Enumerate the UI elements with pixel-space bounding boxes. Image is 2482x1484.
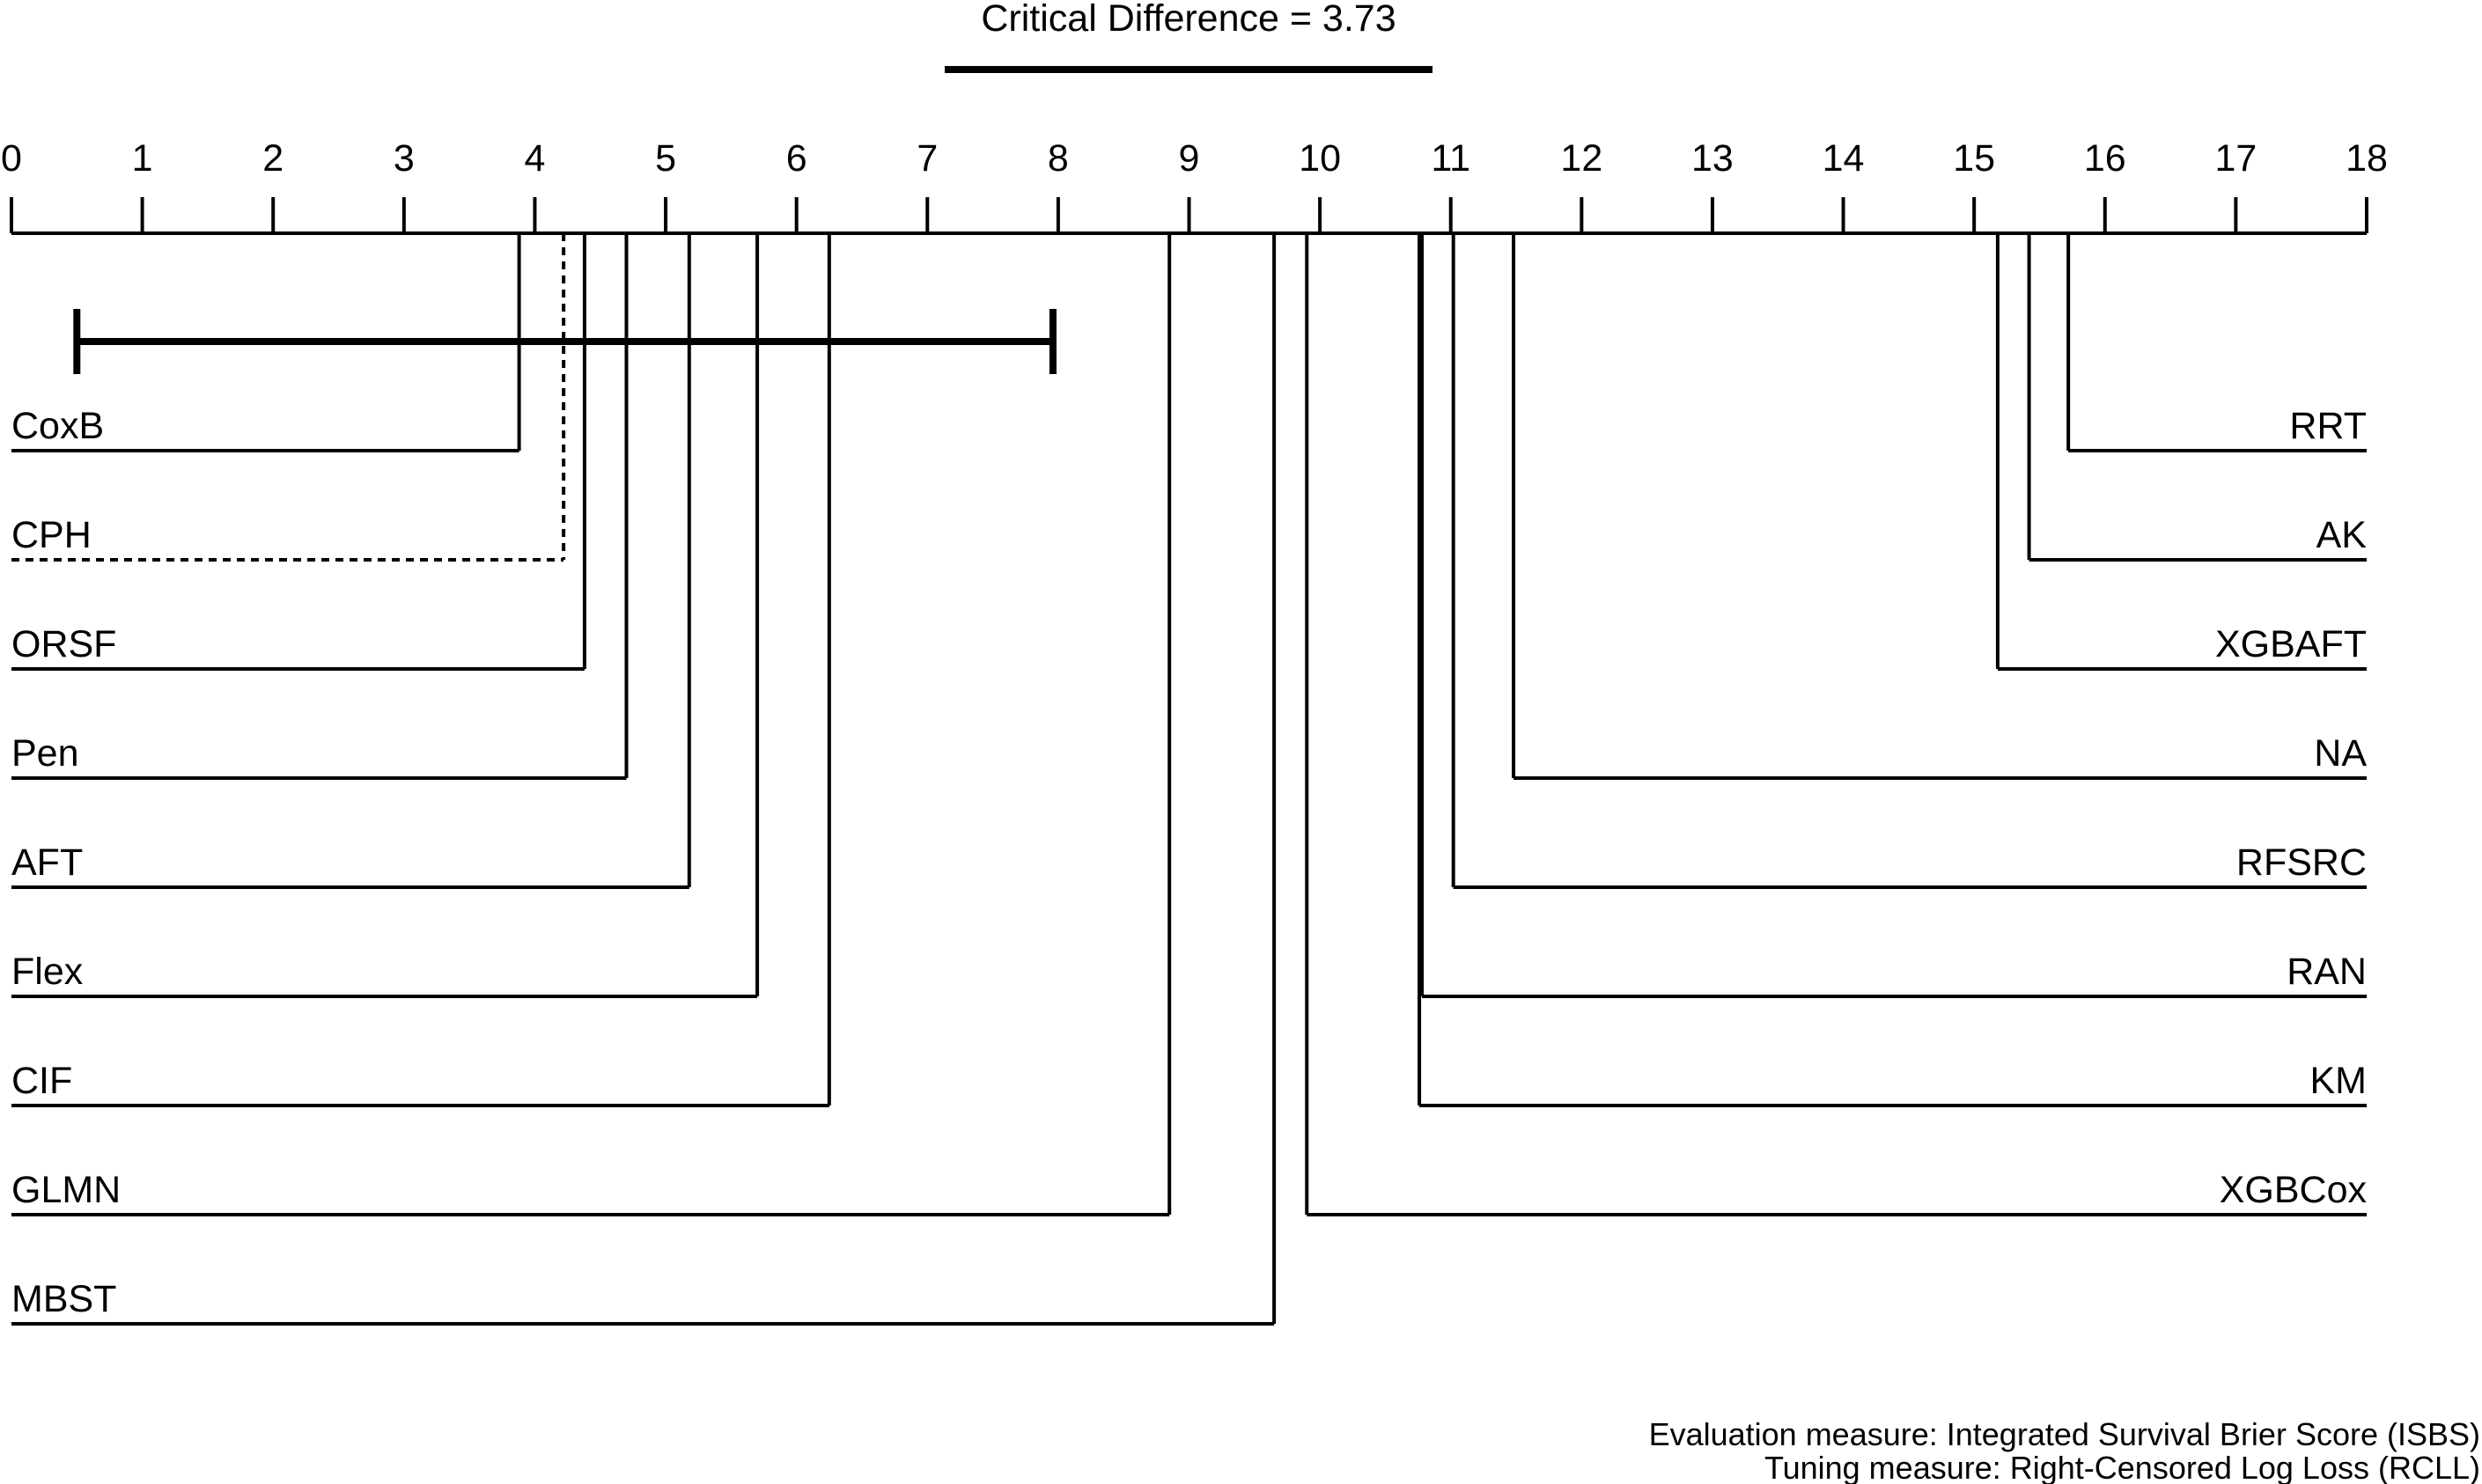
tuning-measure-note: Tuning measure: Right-Censored Log Loss … bbox=[1764, 1450, 2480, 1484]
model-label: NA bbox=[2314, 732, 2367, 775]
right-model-xgbaft: XGBAFT bbox=[1995, 233, 2367, 671]
left-model-cph: CPH bbox=[11, 233, 566, 562]
axis-tick-label: 14 bbox=[1823, 137, 1865, 180]
model-label: KM bbox=[2310, 1060, 2368, 1102]
axis-tick-label: 7 bbox=[917, 137, 938, 180]
axis-tick-label: 4 bbox=[524, 137, 545, 180]
right-model-rfsrc: RFSRC bbox=[1451, 233, 2367, 889]
right-model-rrt: RRT bbox=[2066, 233, 2367, 452]
axis-tick-label: 10 bbox=[1299, 137, 1341, 180]
model-label: XGBCox bbox=[2220, 1169, 2368, 1211]
axis-tick-label: 5 bbox=[655, 137, 676, 180]
axis-tick-label: 9 bbox=[1179, 137, 1200, 180]
evaluation-measure-note: Evaluation measure: Integrated Survival … bbox=[1649, 1416, 2480, 1452]
axis-tick-label: 3 bbox=[394, 137, 415, 180]
axis-tick-label: 18 bbox=[2346, 137, 2388, 180]
model-label: CIF bbox=[11, 1060, 72, 1102]
model-label: GLMN bbox=[11, 1169, 121, 1211]
axis-tick-label: 13 bbox=[1691, 137, 1734, 180]
left-model-coxb: CoxB bbox=[11, 233, 521, 452]
left-model-mbst: MBST bbox=[11, 233, 1277, 1326]
left-model-aft: AFT bbox=[11, 233, 691, 889]
model-label: XGBAFT bbox=[2215, 623, 2367, 665]
model-label: RFSRC bbox=[2236, 841, 2367, 884]
axis-tick-label: 16 bbox=[2084, 137, 2126, 180]
right-model-na: NA bbox=[1512, 233, 2367, 780]
right-model-km: KM bbox=[1418, 233, 2368, 1107]
model-label: RRT bbox=[2289, 405, 2367, 447]
model-label: AFT bbox=[11, 841, 83, 884]
right-model-ak: AK bbox=[2027, 233, 2368, 562]
model-label: CPH bbox=[11, 514, 92, 556]
axis-tick-label: 12 bbox=[1560, 137, 1602, 180]
model-label: ORSF bbox=[11, 623, 116, 665]
left-model-glmn: GLMN bbox=[11, 233, 1172, 1216]
left-model-orsf: ORSF bbox=[11, 233, 586, 671]
axis-tick-label: 1 bbox=[132, 137, 153, 180]
cd-interval bbox=[73, 309, 1057, 374]
left-model-cif: CIF bbox=[11, 233, 831, 1107]
axis-tick-label: 8 bbox=[1048, 137, 1069, 180]
axis-tick-label: 2 bbox=[262, 137, 284, 180]
model-label: RAN bbox=[2287, 951, 2367, 993]
axis-tick-label: 11 bbox=[1431, 137, 1470, 180]
axis-tick-label: 17 bbox=[2214, 137, 2257, 180]
model-label: Pen bbox=[11, 732, 79, 775]
model-label: MBST bbox=[11, 1278, 116, 1320]
right-model-ran: RAN bbox=[1420, 233, 2367, 998]
axis-tick-label: 0 bbox=[1, 137, 22, 180]
left-model-pen: Pen bbox=[11, 233, 629, 780]
right-model-xgbcox: XGBCox bbox=[1305, 233, 2368, 1216]
axis-tick-label: 6 bbox=[786, 137, 807, 180]
model-label: Flex bbox=[11, 951, 84, 993]
model-label: AK bbox=[2316, 514, 2368, 556]
critical-difference-label: Critical Difference = 3.73 bbox=[981, 0, 1396, 40]
axis-tick-label: 15 bbox=[1953, 137, 1995, 180]
left-model-flex: Flex bbox=[11, 233, 760, 998]
model-label: CoxB bbox=[11, 405, 104, 447]
